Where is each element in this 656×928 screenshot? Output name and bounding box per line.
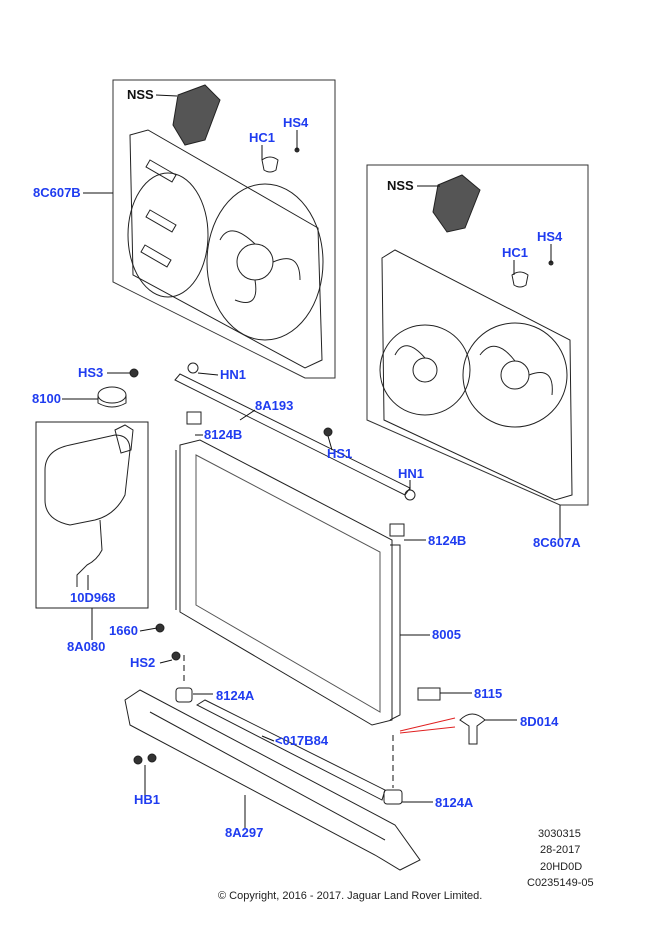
- copyright-notice: © Copyright, 2016 - 2017. Jaguar Land Ro…: [218, 890, 483, 902]
- callout-8124a-left[interactable]: 8124A: [216, 688, 255, 703]
- callout-8005[interactable]: 8005: [432, 627, 461, 642]
- highlight-lines: [399, 717, 456, 734]
- sensor-8115: [417, 687, 441, 701]
- callout-8124b-right[interactable]: 8124B: [428, 533, 467, 548]
- callout-8115[interactable]: 8115: [474, 686, 503, 701]
- callout-hn1-top[interactable]: HN1: [220, 367, 247, 382]
- callout-8c607a[interactable]: 8C607A: [533, 535, 581, 550]
- lower-panel-8a297: [124, 689, 421, 871]
- radiator: [175, 439, 401, 726]
- callout-017b84[interactable]: <017B84: [275, 733, 329, 748]
- callout-8c607b[interactable]: 8C607B: [33, 185, 81, 200]
- hc1-clip-left: [261, 156, 279, 173]
- drain-plug-8d014: [459, 713, 486, 745]
- coolant-reservoir: [44, 424, 134, 587]
- callout-8100[interactable]: 8100: [32, 391, 61, 406]
- illustration-number: 3030315: [538, 828, 581, 840]
- callout-nss-left[interactable]: NSS: [127, 87, 154, 102]
- callout-hs2[interactable]: HS2: [130, 655, 156, 670]
- callout-hs3[interactable]: HS3: [78, 365, 104, 380]
- callout-nss-right[interactable]: NSS: [387, 178, 414, 193]
- nss-fan-module-right: [432, 174, 481, 233]
- hc1-clip-right: [511, 271, 529, 288]
- lower-seal-017b84: [195, 699, 386, 801]
- callout-8a297[interactable]: 8A297: [225, 825, 264, 840]
- callout-hc1-right[interactable]: HC1: [502, 245, 529, 260]
- callout-10d968[interactable]: 10D968: [70, 590, 116, 605]
- callout-hb1[interactable]: HB1: [134, 792, 161, 807]
- callout-hn1-right[interactable]: HN1: [398, 466, 425, 481]
- callout-1660[interactable]: 1660: [109, 623, 138, 638]
- callout-hs4-right[interactable]: HS4: [537, 229, 563, 244]
- callout-8124b-left[interactable]: 8124B: [204, 427, 243, 442]
- fan-shroud-left: [127, 129, 324, 369]
- callout-8d014[interactable]: 8D014: [520, 714, 559, 729]
- illustration-reference: C0235149-05: [527, 877, 594, 889]
- group-box-8c607a: [366, 164, 589, 506]
- leader-lines: [62, 94, 561, 828]
- callout-8a080[interactable]: 8A080: [67, 639, 106, 654]
- callout-8124a-right[interactable]: 8124A: [435, 795, 474, 810]
- callout-8a193[interactable]: 8A193: [255, 398, 294, 413]
- mounts: [175, 411, 486, 805]
- reservoir-cap: [97, 386, 127, 408]
- nss-fan-module-left: [172, 84, 221, 146]
- illustration-date: 28-2017: [540, 844, 581, 856]
- illustration-code: 20HD0D: [540, 861, 583, 873]
- fan-shroud-right: [379, 249, 573, 501]
- hardware: [129, 147, 554, 765]
- callout-hc1-left[interactable]: HC1: [249, 130, 276, 145]
- callout-hs1[interactable]: HS1: [327, 446, 353, 461]
- group-box-8c607b: [112, 79, 336, 379]
- callout-hs4-left[interactable]: HS4: [283, 115, 309, 130]
